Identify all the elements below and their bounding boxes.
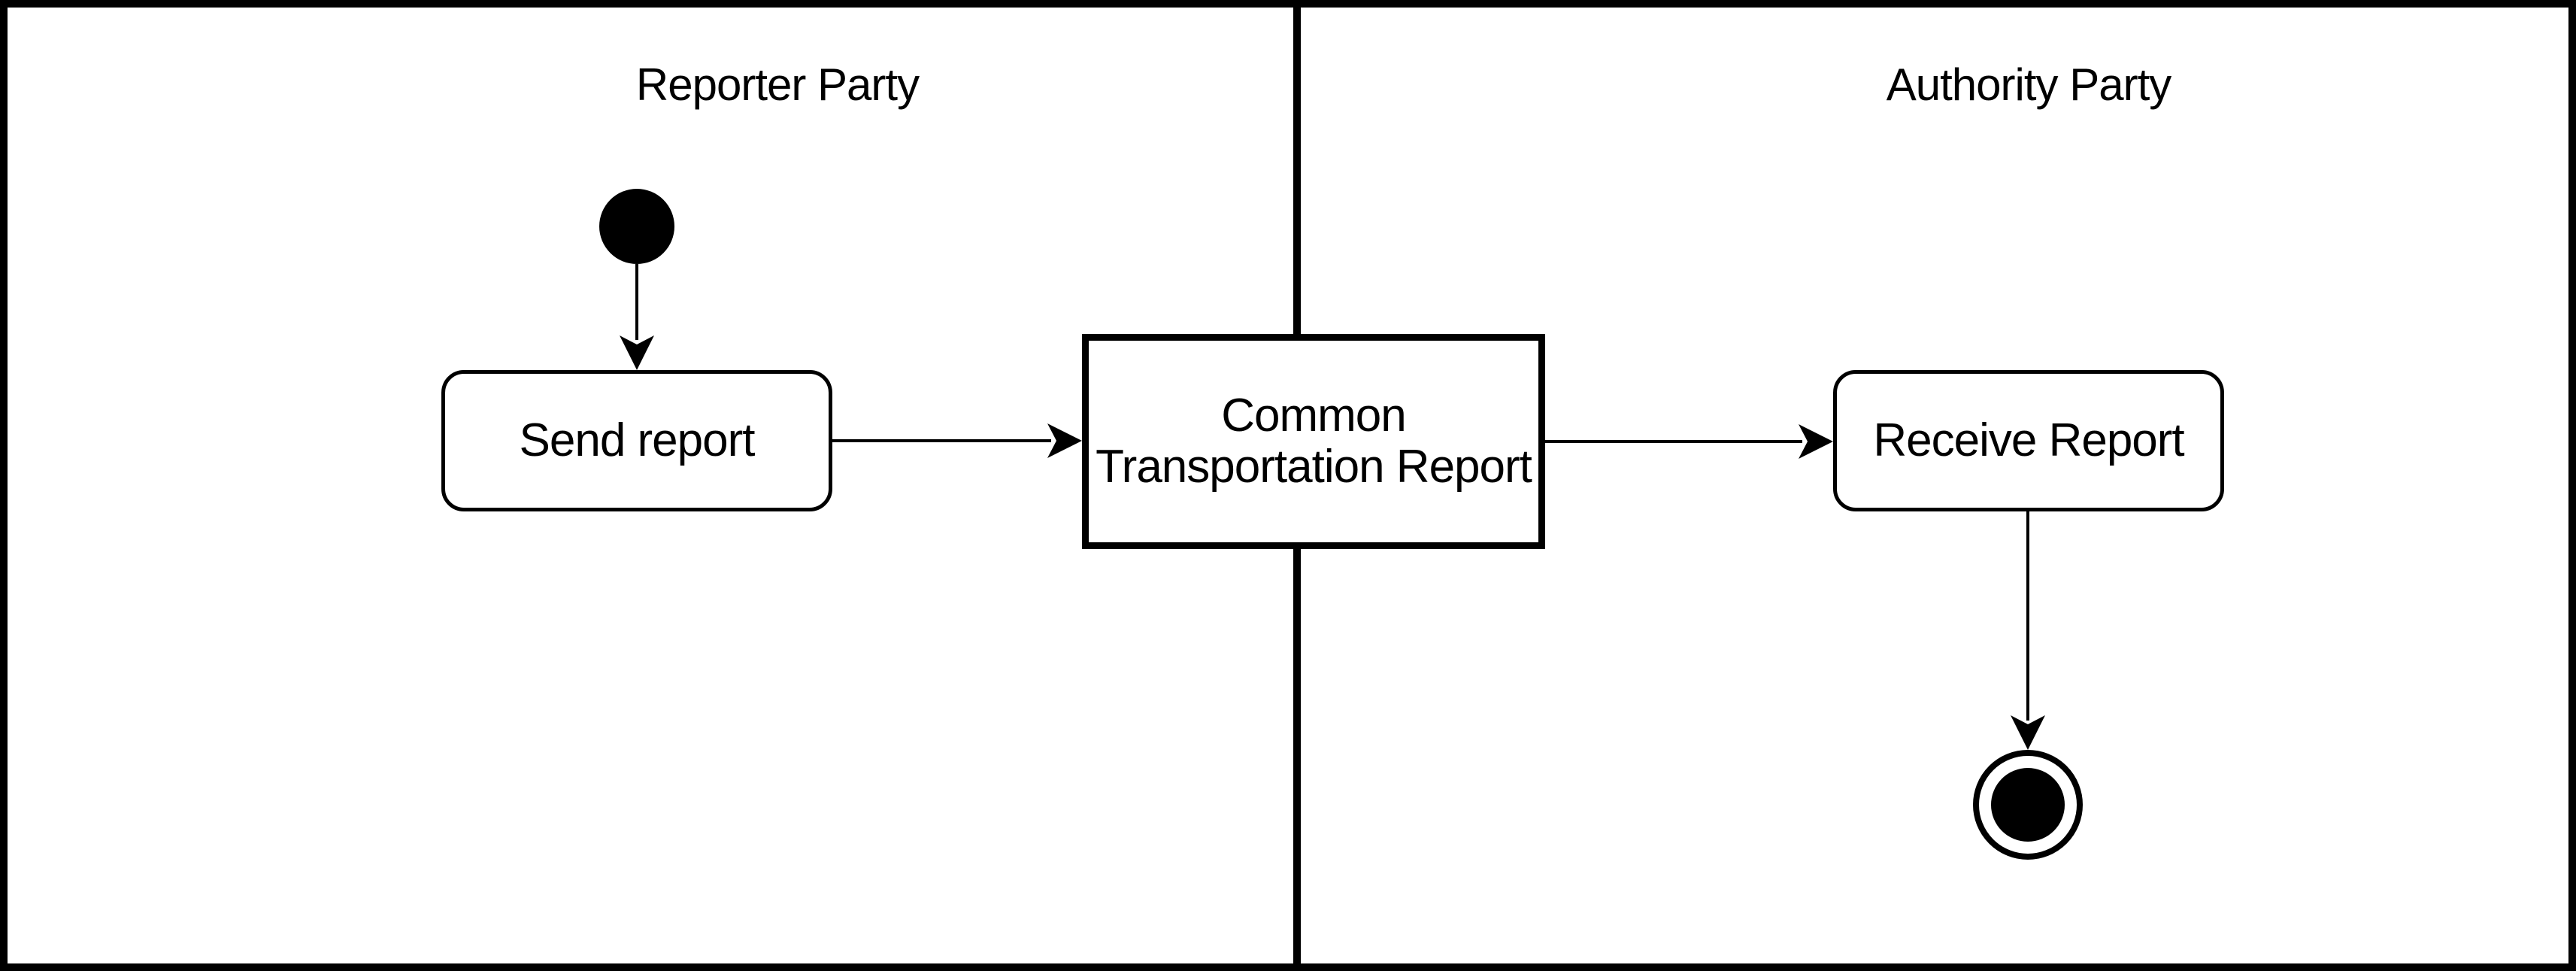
edge-start-to-send-arrowhead: [620, 335, 654, 370]
object-node-label-line-1: Common: [1221, 390, 1407, 442]
final-node-inner-disc: [1991, 768, 2065, 842]
action-node-send-report-label: Send report: [519, 414, 756, 466]
object-node-label-line-2: Transportation Report: [1096, 441, 1532, 493]
object-node-common-transportation-report: Common Transportation Report: [1082, 334, 1545, 549]
lane-title-reporter-party: Reporter Party: [635, 59, 920, 110]
edge-receive-to-end-arrowhead: [2011, 715, 2045, 750]
final-node-outer-ring: [1973, 750, 2083, 860]
edge-common-to-receive-arrowhead: [1799, 424, 1833, 459]
lane-title-authority-party: Authority Party: [1886, 59, 2172, 110]
initial-node: [599, 189, 674, 264]
action-node-receive-report: Receive Report: [1833, 370, 2224, 511]
action-node-send-report: Send report: [441, 370, 832, 511]
edge-send-to-common-arrowhead: [1047, 423, 1082, 458]
action-node-receive-report-label: Receive Report: [1873, 414, 2184, 466]
